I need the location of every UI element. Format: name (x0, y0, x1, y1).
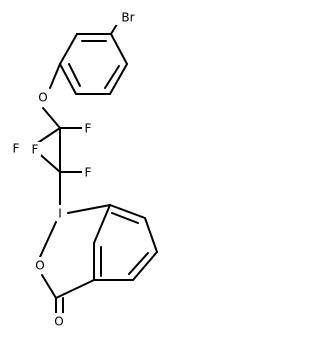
fluorine-label-1: F (85, 122, 92, 136)
ring-bond (144, 217, 158, 253)
tetrafluoroethyl-chain (29, 127, 85, 206)
i-o-bond (39, 221, 57, 258)
chemical-structure: Br O F F F F I O O (10, 8, 158, 329)
ring-double-bond (104, 65, 120, 89)
ring-bond (109, 63, 128, 95)
o-cf2-bond (42, 107, 61, 129)
ring-bond (132, 251, 158, 281)
ring-bond (110, 33, 128, 65)
ring-bond (93, 204, 111, 244)
ring-bond (109, 204, 146, 219)
aryl-o-bond (49, 63, 61, 89)
fluorine-label-2: F (13, 142, 20, 156)
carbonyl-aryl-bond (55, 279, 95, 299)
ether-oxygen-label: O (38, 91, 47, 105)
ring-bond (59, 63, 77, 95)
bromophenyl-ring (59, 33, 128, 95)
bromine-label: Br (121, 11, 134, 25)
ring-bond (59, 33, 78, 65)
o-carbonyl-bond (41, 274, 57, 299)
iodine-label: I (58, 207, 62, 221)
benziodoxolone-ring (39, 204, 111, 315)
ring-double-bond (128, 252, 149, 275)
fluorine-label-3: F (32, 143, 39, 157)
ring-oxygen-label: O (35, 259, 44, 273)
ring-double-bond (111, 212, 139, 224)
i-aryl-bond (67, 204, 111, 214)
fused-benzene-ring (93, 204, 158, 281)
fluorine-label-4: F (85, 166, 92, 180)
atom-labels: Br O F F F F I O O (10, 8, 144, 329)
ring-double-bond (68, 63, 81, 87)
carbonyl-oxygen-label: O (54, 315, 63, 329)
